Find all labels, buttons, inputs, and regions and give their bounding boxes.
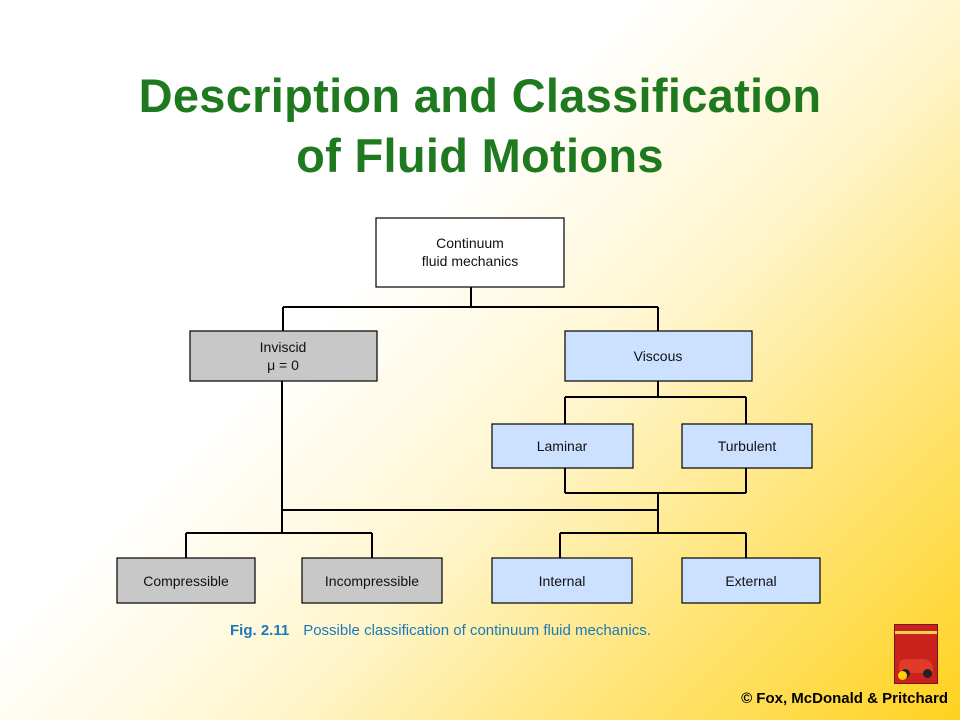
box-external: External [681, 557, 821, 604]
box-continuum-line2: fluid mechanics [422, 253, 519, 269]
box-compressible-label: Compressible [143, 573, 229, 589]
box-turbulent-label: Turbulent [718, 438, 777, 454]
book-cover-band [895, 631, 937, 634]
book-cover-sticker [898, 671, 907, 680]
box-viscous-label: Viscous [634, 348, 683, 364]
box-inviscid: Inviscid μ = 0 [189, 330, 378, 382]
box-internal: Internal [491, 557, 633, 604]
box-inviscid-line1: Inviscid [260, 339, 307, 355]
box-internal-label: Internal [539, 573, 586, 589]
connector-lines [185, 287, 747, 558]
box-compressible: Compressible [116, 557, 256, 604]
box-turbulent: Turbulent [681, 423, 813, 469]
slide-title: Description and Classification of Fluid … [0, 66, 960, 186]
box-incompressible-label: Incompressible [325, 573, 419, 589]
copyright-notice: © Fox, McDonald & Pritchard [741, 690, 948, 707]
box-incompressible: Incompressible [301, 557, 443, 604]
box-continuum-fluid-mechanics: Continuum fluid mechanics [375, 217, 565, 288]
box-inviscid-line2: μ = 0 [267, 357, 299, 373]
figure-number: Fig. 2.11 [230, 622, 290, 639]
textbook-cover-image [894, 624, 938, 684]
box-external-label: External [725, 573, 776, 589]
box-laminar-label: Laminar [537, 438, 588, 454]
box-laminar: Laminar [491, 423, 634, 469]
box-continuum-line1: Continuum [436, 235, 504, 251]
car-wheel-rear [923, 669, 932, 678]
slide-title-line2: of Fluid Motions [296, 129, 664, 182]
figure-caption: Fig. 2.11 Possible classification of cont… [230, 622, 651, 639]
slide-title-line1: Description and Classification [138, 69, 822, 122]
box-viscous: Viscous [564, 330, 753, 382]
figure-caption-text: Possible classification of continuum flu… [303, 622, 651, 639]
